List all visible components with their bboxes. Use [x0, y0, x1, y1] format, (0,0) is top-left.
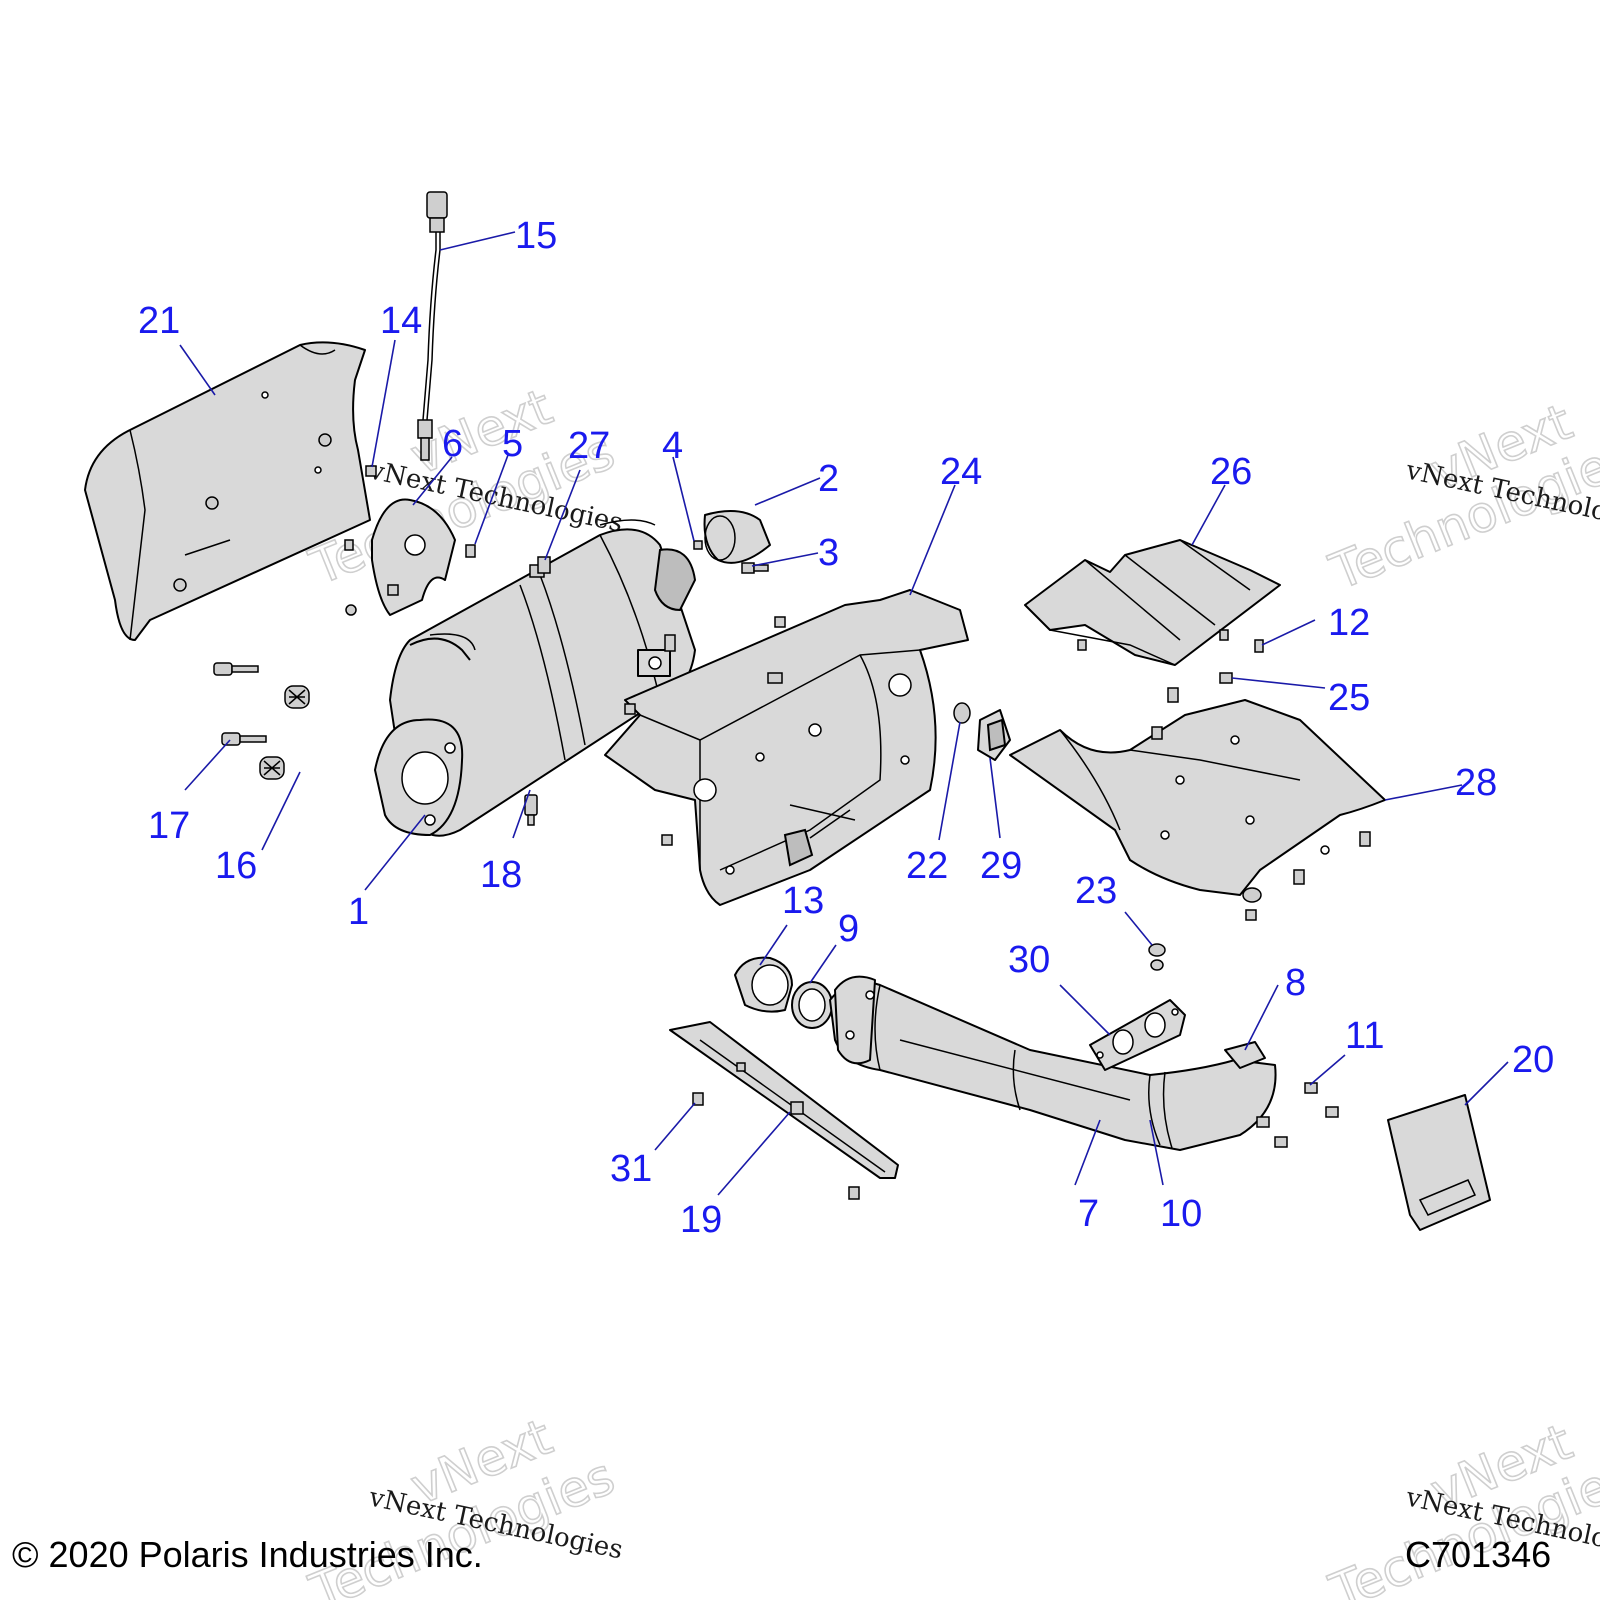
gasket-30 — [1089, 999, 1186, 1071]
bolt-17-lower — [221, 732, 267, 746]
callout-27: 27 — [568, 425, 610, 467]
callout-26: 26 — [1210, 451, 1252, 493]
outlet-tip-2 — [703, 510, 771, 564]
copyright-notice: © 2020 Polaris Industries Inc. — [12, 1534, 483, 1575]
heat-shield-26 — [1024, 539, 1281, 666]
callout-7: 7 — [1078, 1193, 1099, 1235]
spring-16-upper — [284, 685, 310, 709]
bolts-11 — [1256, 1082, 1339, 1148]
screw-31 — [692, 1092, 704, 1106]
screw-19-lower — [848, 1186, 860, 1200]
callout-30: 30 — [1008, 939, 1050, 981]
bolts-28-misc — [1151, 687, 1371, 921]
plate-20 — [1387, 1094, 1491, 1231]
callout-3: 3 — [818, 532, 839, 574]
callout-4: 4 — [662, 425, 683, 467]
spring-16-lower — [259, 756, 285, 780]
fastener-4 — [693, 540, 703, 550]
callout-24: 24 — [940, 451, 982, 493]
callout-5: 5 — [502, 423, 523, 465]
rubber-mount-29 — [977, 709, 1011, 761]
callout-2: 2 — [818, 458, 839, 500]
callout-labels: 1 2 3 4 5 6 7 8 9 10 11 12 13 14 15 16 1… — [138, 215, 1554, 1241]
fastener-misc-left — [344, 539, 357, 616]
callout-13: 13 — [782, 880, 824, 922]
callout-23: 23 — [1075, 870, 1117, 912]
callout-28: 28 — [1455, 762, 1497, 804]
heat-shield-28 — [1009, 699, 1386, 903]
clamp-13 — [734, 956, 793, 1013]
callout-9: 9 — [838, 908, 859, 950]
bolt-3 — [741, 562, 769, 574]
callout-17: 17 — [148, 805, 190, 847]
callout-15: 15 — [515, 215, 557, 257]
callout-19: 19 — [680, 1199, 722, 1241]
callout-11: 11 — [1345, 1015, 1384, 1057]
heat-strip-19 — [669, 1021, 899, 1179]
bolt-24-misc — [624, 616, 786, 846]
gasket-9 — [791, 981, 833, 1029]
callout-20: 20 — [1512, 1039, 1554, 1081]
screw-12 — [1254, 639, 1264, 653]
heat-shield-21 — [84, 341, 371, 641]
bolt-17-upper — [213, 662, 259, 676]
heat-shield-24 — [604, 589, 969, 906]
clip-27 — [537, 556, 551, 574]
callout-1: 1 — [348, 891, 369, 933]
callout-10: 10 — [1160, 1193, 1202, 1235]
callout-16: 16 — [215, 845, 257, 887]
watermark-top-right: vNext Technologies vNext Technologies — [1321, 392, 1600, 602]
leader-lines — [179, 231, 1509, 1196]
fastener-14 — [365, 465, 377, 477]
callout-21: 21 — [138, 300, 180, 342]
head-pipe-7 — [829, 975, 1277, 1151]
nut-25 — [1219, 672, 1233, 684]
callout-14: 14 — [380, 300, 422, 342]
callout-8: 8 — [1285, 962, 1306, 1004]
washer-23 — [1148, 943, 1166, 971]
callout-25: 25 — [1328, 677, 1370, 719]
washer-22 — [953, 702, 971, 724]
shield-bracket-6 — [371, 498, 456, 616]
callout-18: 18 — [480, 854, 522, 896]
callout-29: 29 — [980, 845, 1022, 887]
callout-12: 12 — [1328, 602, 1370, 644]
callout-22: 22 — [906, 845, 948, 887]
callout-31: 31 — [610, 1148, 652, 1190]
callout-6: 6 — [442, 423, 463, 465]
drawing-number: C701346 — [1405, 1534, 1552, 1575]
oxygen-sensor-15 — [417, 191, 448, 461]
fastener-5 — [465, 544, 476, 558]
